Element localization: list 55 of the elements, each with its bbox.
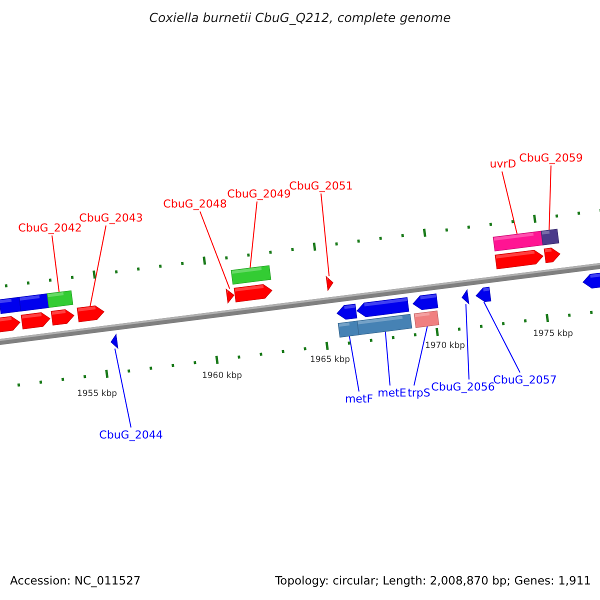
gene-feature: [0, 296, 22, 314]
gene-label: CbuG_2056: [431, 380, 495, 394]
leader-line: [548, 165, 552, 231]
gene-feature: [476, 286, 492, 302]
leader-line: [90, 225, 106, 307]
leader-line: [52, 235, 60, 293]
gene-feature: [76, 305, 104, 322]
gene-label: CbuG_2043: [79, 212, 143, 224]
gene-feature: [544, 248, 560, 264]
leader-line: [250, 201, 258, 268]
scale-label: 1970 kbp: [424, 341, 466, 351]
gene-feature: [336, 304, 358, 320]
accession-note: Accession: NC_011527: [10, 574, 141, 588]
leader-line: [384, 330, 390, 386]
gene-label: CbuG_2048: [163, 198, 227, 210]
leader-line: [414, 326, 428, 386]
gene-feature: [46, 290, 74, 308]
gene-label: CbuG_2049: [227, 188, 291, 200]
gene-feature: [582, 270, 600, 288]
scale-label: 1975 kbp: [532, 329, 574, 339]
gene-feature: [226, 288, 234, 304]
gene-feature: [412, 293, 438, 310]
gene-feature: [540, 228, 560, 246]
genome-summary: Topology: circular; Length: 2,008,870 bp; Genes: 1,911: [275, 574, 591, 588]
scale-label: 1965 kbp: [310, 355, 350, 365]
gene-feature: [230, 265, 272, 285]
leader-line: [200, 211, 230, 290]
title: Coxiella burnetii CbuG_Q212, complete genome: [149, 11, 451, 24]
gene-label: CbuG_2044: [99, 428, 163, 442]
leader-line: [114, 348, 132, 428]
gene-feature: [414, 310, 440, 328]
gene-label: CbuG_2059: [519, 152, 583, 164]
gene-label: metE: [378, 386, 406, 400]
gene-feature: [110, 334, 118, 349]
gene-feature: [492, 230, 544, 252]
gene-feature: [338, 320, 360, 338]
gene-label: uvrD: [490, 158, 516, 170]
gene-label: CbuG_2042: [18, 222, 82, 234]
gene-label: CbuG_2057: [493, 374, 557, 386]
gene-feature: [18, 293, 50, 312]
gene-label: CbuG_2051: [289, 180, 353, 192]
leader-line: [348, 336, 360, 392]
leader-line: [483, 301, 520, 373]
gene-feature: [462, 290, 470, 304]
leader-line: [320, 193, 330, 277]
gene-feature: [20, 312, 50, 330]
leader-line: [502, 171, 518, 235]
gene-feature: [326, 276, 334, 291]
leader-line: [465, 304, 470, 380]
gene-label: metF: [344, 392, 374, 406]
gene-feature: [50, 309, 74, 326]
gene-feature: [0, 316, 20, 334]
gene-label: trpS: [408, 386, 430, 400]
scale-label: 1955 kbp: [76, 389, 118, 399]
scale-label: 1960 kbp: [202, 371, 242, 381]
